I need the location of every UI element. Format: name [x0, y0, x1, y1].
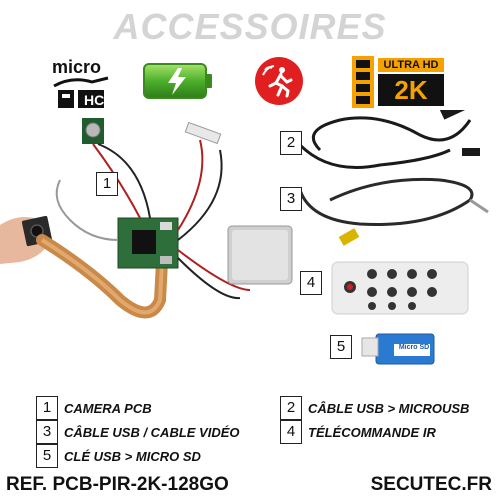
legend-label: CLÉ USB > MICRO SD — [64, 448, 201, 464]
callout-1: 1 — [96, 172, 118, 196]
legend-label: CÂBLE USB / CABLE VIDÉO — [64, 424, 240, 440]
legend-item-usb-video: 3 CÂBLE USB / CABLE VIDÉO — [36, 420, 240, 444]
video-cable — [298, 177, 474, 226]
sd-hc-text: HC — [84, 92, 105, 108]
legend-number: 4 — [280, 420, 302, 444]
legend-label: TÉLÉCOMMANDE IR — [308, 424, 436, 440]
legend-number: 3 — [36, 420, 58, 444]
sd-logo-text: micro — [52, 57, 102, 77]
legend-number: 1 — [36, 396, 58, 420]
usb-microusb-cable — [311, 116, 472, 152]
ultra-hd-label: ULTRA HD — [378, 58, 444, 72]
product-photo — [0, 110, 489, 365]
callout-3: 3 — [280, 187, 302, 211]
motion-detection-icon — [255, 57, 303, 105]
legend-number: 5 — [36, 444, 58, 468]
usb-key-label: Micro SD — [398, 344, 430, 351]
callout-5: 5 — [330, 335, 352, 359]
legend-number: 2 — [280, 396, 302, 420]
sd-swoosh-icon — [53, 76, 109, 108]
brand-name: SECUTEC.FR — [370, 474, 492, 495]
callout-2: 2 — [280, 131, 302, 155]
page-title: ACCESSOIRES — [113, 6, 387, 47]
legend-item-usb-microsd: 5 CLÉ USB > MICRO SD — [36, 444, 201, 468]
battery-charging-icon — [143, 63, 212, 99]
product-reference: REF. PCB-PIR-2K-128GO — [6, 474, 229, 495]
legend-label: CÂBLE USB > MICROUSB — [308, 400, 470, 416]
legend-item-ir-remote: 4 TÉLÉCOMMANDE IR — [280, 420, 436, 444]
film-strip-icon — [352, 56, 374, 108]
resolution-2k-label: 2K — [378, 74, 444, 106]
legend-item-camera-pcb: 1 CAMERA PCB — [36, 396, 152, 420]
ultra-hd-badge: ULTRA HD 2K — [352, 56, 444, 108]
callout-4: 4 — [300, 271, 322, 295]
legend-label: CAMERA PCB — [64, 400, 152, 416]
microsd-hc-logo: micro HC — [52, 58, 112, 110]
legend-item-usb-microusb: 2 CÂBLE USB > MICROUSB — [280, 396, 469, 420]
